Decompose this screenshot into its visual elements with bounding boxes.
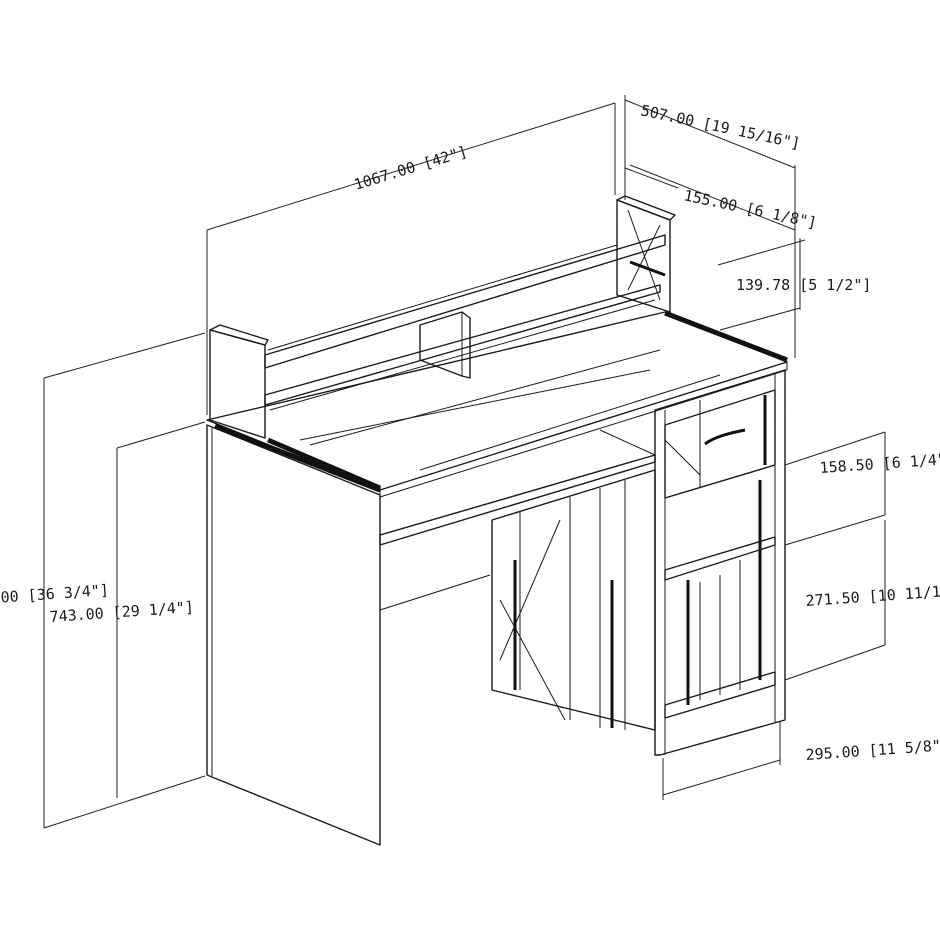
back-panel	[491, 469, 656, 731]
left-side-panel	[206, 424, 381, 846]
dimension-labels: 1067.00 [42"] 507.00 [19 15/16"] 155.00 …	[0, 101, 940, 764]
desktop-surface	[206, 310, 788, 498]
side-cabinet	[654, 369, 786, 756]
hutch-height-label: 139.78 [5 1/2"]	[736, 276, 871, 294]
drawer-height-label: 158.50 [6 1/4"]	[819, 450, 940, 477]
dimension-lines	[43, 95, 886, 829]
desk-illustration	[206, 195, 788, 846]
keyboard-tray	[379, 429, 656, 611]
width-label: 1067.00 [42"]	[352, 142, 470, 194]
hutch	[209, 195, 676, 491]
hutch-depth-label: 155.00 [6 1/8"]	[682, 186, 818, 232]
desk-height-label: 743.00 [29 1/4"]	[49, 598, 194, 626]
cabinet-width-label: 295.00 [11 5/8"]	[805, 736, 940, 764]
shelf-height-label: 271.50 [10 11/16"]	[805, 581, 940, 610]
depth-label: 507.00 [19 15/16"]	[639, 101, 802, 152]
